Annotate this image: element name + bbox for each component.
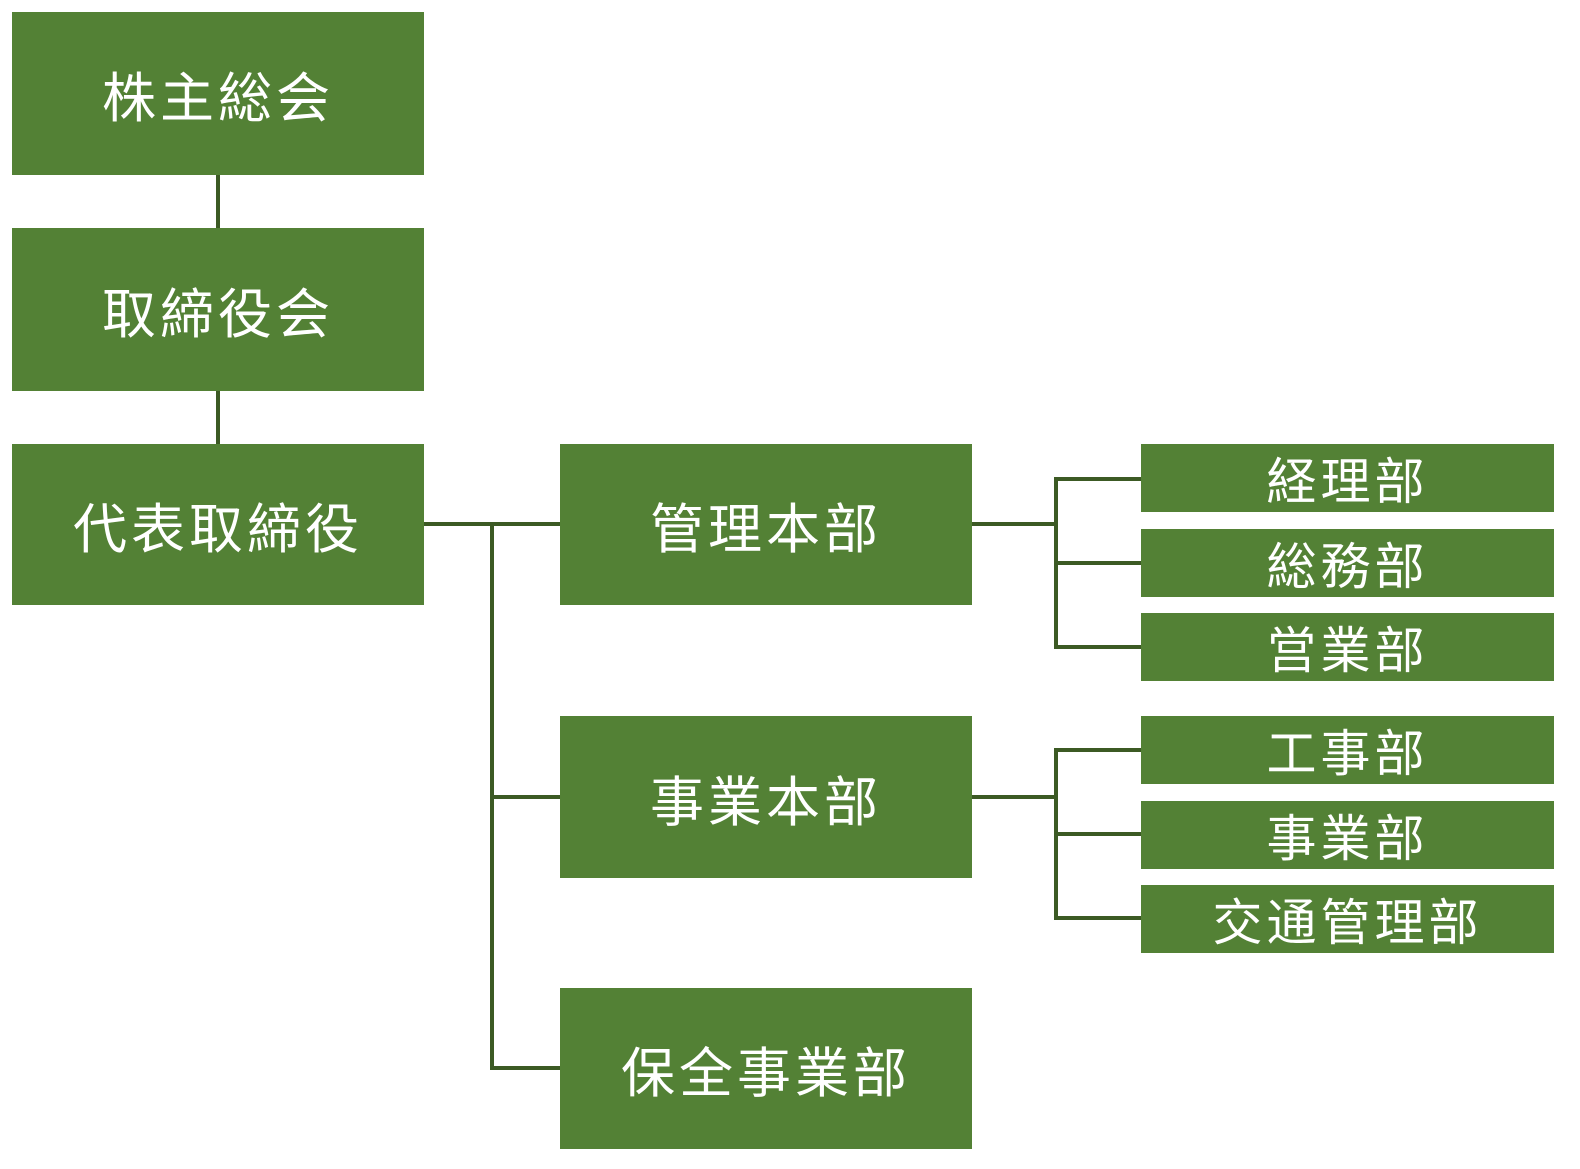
business-hq-box: 事業本部 <box>560 716 972 878</box>
accounting-dept-box: 経理部 <box>1141 444 1554 512</box>
business-dept-box: 事業部 <box>1141 801 1554 869</box>
representative-director-label: 代表取締役 <box>73 498 363 561</box>
accounting-dept-label: 経理部 <box>1266 453 1429 511</box>
shareholders-meeting-box: 株主総会 <box>12 12 424 175</box>
traffic-management-dept-label: 交通管理部 <box>1212 894 1483 952</box>
board-of-directors-label: 取締役会 <box>102 283 334 346</box>
business-hq-label: 事業本部 <box>650 770 882 834</box>
traffic-management-dept-box: 交通管理部 <box>1141 885 1554 953</box>
business-dept-label: 事業部 <box>1266 810 1429 868</box>
maintenance-division-box: 保全事業部 <box>560 988 972 1149</box>
construction-dept-label: 工事部 <box>1266 725 1429 783</box>
admin-hq-label: 管理本部 <box>650 498 882 561</box>
sales-dept-label: 営業部 <box>1266 622 1429 680</box>
admin-hq-box: 管理本部 <box>560 444 972 605</box>
maintenance-division-label: 保全事業部 <box>621 1042 911 1105</box>
representative-director-box: 代表取締役 <box>12 444 424 605</box>
board-of-directors-box: 取締役会 <box>12 228 424 391</box>
general-affairs-dept-label: 総務部 <box>1266 538 1429 596</box>
sales-dept-box: 営業部 <box>1141 613 1554 681</box>
shareholders-meeting-label: 株主総会 <box>102 67 334 130</box>
general-affairs-dept-box: 総務部 <box>1141 529 1554 597</box>
construction-dept-box: 工事部 <box>1141 716 1554 784</box>
